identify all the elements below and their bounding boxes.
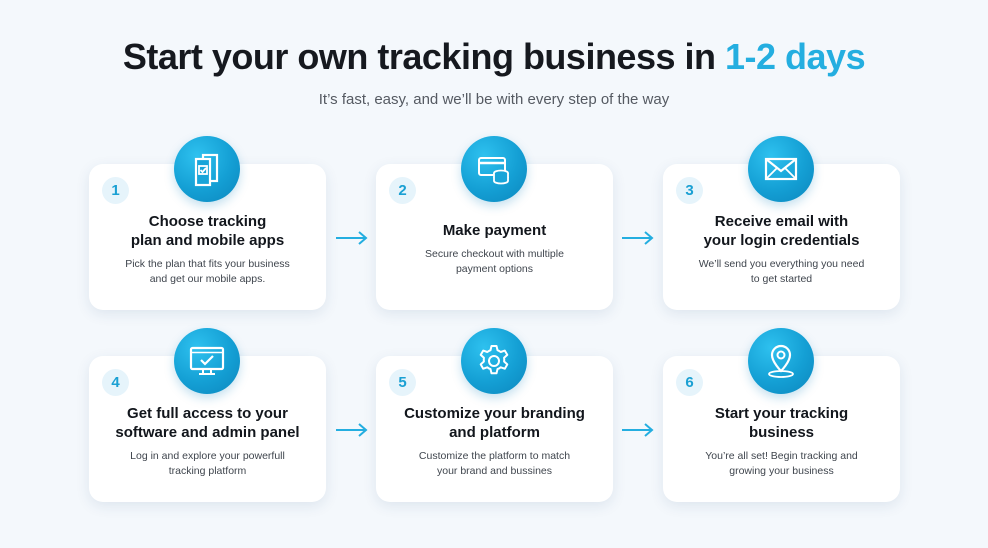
step-title: Make payment (442, 222, 547, 239)
monitor-check-icon (189, 346, 225, 375)
step-title: Get full access to your software and adm… (115, 405, 300, 441)
plan-document-icon (194, 153, 219, 187)
title-main: Start your own tracking business in (122, 36, 716, 77)
credit-card-coins-icon (478, 157, 509, 185)
arrow-right-icon (336, 423, 368, 437)
step-card-2: 2 Make payment Secure checkout with mult… (376, 164, 613, 310)
page-title: Start your own tracking business in 1-2 … (0, 36, 988, 78)
step-number-badge: 5 (389, 369, 416, 396)
step-title: Start your tracking business (714, 405, 849, 441)
step-number-badge: 4 (102, 369, 129, 396)
step-title: Receive email with your login credential… (703, 213, 860, 249)
step-description: We’ll send you everything you need to ge… (698, 258, 865, 285)
arrow-right-icon (622, 231, 654, 245)
step-description: Log in and explore your powerfull tracki… (130, 450, 285, 477)
step-description: You’re all set! Begin tracking and growi… (705, 450, 858, 477)
step-icon-4 (174, 328, 240, 394)
page-subtitle: It’s fast, easy, and we’ll be with every… (318, 91, 670, 108)
step-icon-1 (174, 136, 240, 202)
title-highlight: 1-2 days (725, 36, 866, 77)
step-description: Secure checkout with multiple payment op… (425, 248, 564, 275)
step-icon-6 (748, 328, 814, 394)
gear-icon (479, 345, 509, 375)
location-pin-icon (768, 344, 794, 378)
step-description: Customize the platform to match your bra… (418, 450, 571, 477)
arrow-right-icon (622, 423, 654, 437)
arrow-right-icon (336, 231, 368, 245)
step-title: Choose tracking plan and mobile apps (130, 213, 285, 249)
step-number-badge: 6 (676, 369, 703, 396)
step-icon-5 (461, 328, 527, 394)
step-number-badge: 3 (676, 177, 703, 204)
step-number-badge: 1 (102, 177, 129, 204)
step-description: Pick the plan that fits your business an… (125, 258, 290, 285)
step-icon-2 (461, 136, 527, 202)
step-title: Customize your branding and platform (404, 405, 585, 441)
step-number-badge: 2 (389, 177, 416, 204)
step-icon-3 (748, 136, 814, 202)
envelope-icon (764, 157, 798, 181)
